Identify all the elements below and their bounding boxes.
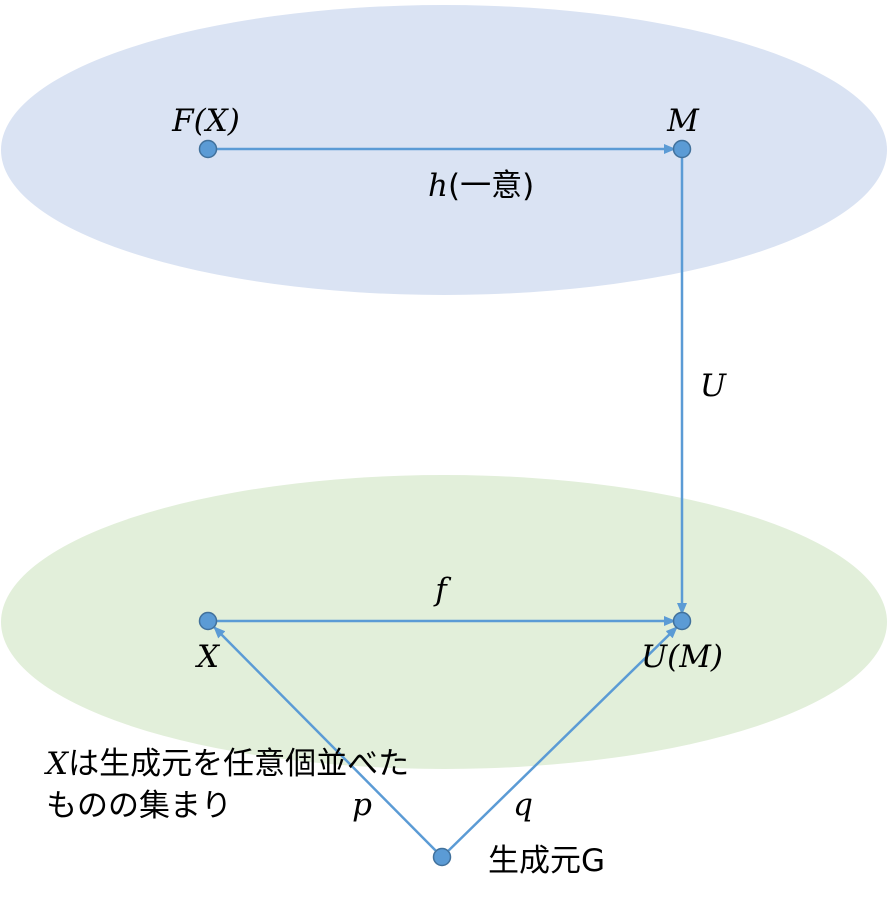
note-line-2: ものの集まり	[46, 788, 232, 824]
node-g-label: 生成元G	[488, 843, 605, 879]
edge-q	[441, 626, 678, 858]
node-m[interactable]	[672, 139, 692, 159]
node-x[interactable]	[198, 611, 218, 631]
node-x-label: X	[195, 639, 221, 675]
edge-q-label: q	[513, 787, 533, 823]
edge-p-label: p	[352, 787, 372, 823]
edge-h-label-rest: (一意)	[448, 168, 534, 204]
edge-p	[213, 626, 443, 858]
node-fx[interactable]	[198, 139, 218, 159]
note-line-1: Xは生成元を任意個並べた	[46, 749, 409, 780]
node-g[interactable]	[432, 847, 452, 867]
node-fx-label: F(X)	[171, 103, 240, 139]
node-um[interactable]	[672, 611, 692, 631]
note-line-1-rest: は生成元を任意個並べた	[68, 746, 410, 782]
edge-u-label: U	[700, 368, 727, 404]
note-line-1-var: X	[46, 746, 69, 782]
edge-h-label-var: h	[428, 168, 448, 204]
edge-h-label: h(一意)	[428, 168, 534, 204]
node-um-label: U(M)	[641, 639, 723, 675]
node-m-label: M	[666, 103, 700, 139]
